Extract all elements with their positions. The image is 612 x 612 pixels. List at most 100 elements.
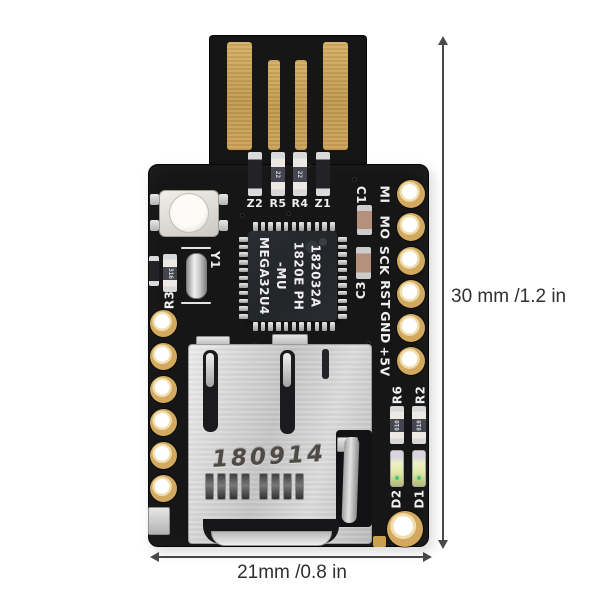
sd-contact-slot	[271, 473, 280, 500]
button-leg	[219, 194, 228, 205]
smd-r5: 22	[271, 152, 285, 196]
arrow-right-icon	[423, 552, 432, 562]
capacitor-c3-label: C3	[351, 281, 371, 299]
small-capacitor	[149, 256, 159, 286]
led-glow	[395, 476, 399, 480]
chip-pin	[238, 244, 248, 250]
resistor-value: 010	[415, 419, 423, 431]
chip-pin	[260, 321, 266, 331]
chip-pin	[306, 321, 312, 331]
pin-pad-mi	[397, 180, 425, 208]
led-glow	[417, 476, 421, 480]
led-d1-label: D1	[412, 489, 428, 509]
chip-pin	[291, 221, 296, 231]
resistor-r6-label: R6	[389, 385, 405, 405]
resistor-r2: 010	[412, 406, 426, 444]
height-dimension-label: 30 mm /1.2 in	[451, 286, 567, 307]
crystal-oscillator	[186, 253, 207, 299]
resistor-band: 316	[163, 266, 177, 281]
sd-contact-slot	[295, 473, 304, 500]
led-d1	[412, 450, 426, 487]
chip-pin	[238, 314, 248, 319]
chip-pin	[337, 290, 347, 296]
resistor-band: 010	[412, 418, 426, 433]
chip-pin	[268, 221, 273, 231]
smd-label-r4: R4	[291, 197, 309, 210]
pin1-dot	[319, 238, 327, 246]
usb-gold-finger	[227, 42, 252, 150]
capacitor-c3-label-text: C3	[354, 280, 368, 300]
chip-pin	[314, 221, 320, 231]
chip-pin	[337, 306, 347, 311]
chip-pin	[337, 237, 347, 242]
smd-z2	[248, 152, 262, 196]
chip-pin	[337, 267, 347, 273]
chip-pin	[337, 283, 347, 288]
arrow-up-icon	[438, 36, 448, 45]
sd-contact-slot	[241, 473, 250, 500]
chip-pin	[238, 252, 248, 257]
resistor-r2-label: R2	[412, 385, 428, 405]
through-hole	[150, 375, 177, 403]
pin-pad-rst	[397, 280, 425, 309]
gold-pad-tab	[373, 536, 386, 547]
chip-marking-line: 1820E PH	[290, 233, 307, 319]
led-d2-label: D2	[389, 489, 405, 509]
resistor-r6: 010	[390, 406, 404, 444]
resistor-r2-label-text: R2	[413, 385, 427, 405]
sd-contact-slot	[283, 473, 292, 500]
capacitor-c1-label-text: C1	[354, 185, 368, 205]
resistor-r6-label-text: R6	[390, 385, 404, 405]
smd-label-z2: Z2	[246, 197, 264, 210]
pin-label-sck: SCK	[375, 246, 395, 275]
chip-marking-text: MEGA32U4	[257, 236, 272, 316]
pin-label-text: +5V	[377, 345, 393, 377]
sd-slit	[322, 349, 329, 379]
capacitor-c1	[357, 205, 372, 235]
chip-pin	[283, 221, 289, 231]
resistor-value: 22	[274, 170, 282, 179]
resistor-r3-label: R3	[161, 290, 177, 310]
pin-label-mo: MO	[375, 214, 395, 240]
chip-pin	[337, 252, 347, 257]
pin-label-mi: MI	[375, 181, 395, 207]
button-leg	[150, 194, 159, 205]
sd-contact-slot	[259, 473, 268, 500]
smd-r4: 22	[293, 152, 307, 196]
pin-pad-mo	[397, 213, 425, 242]
chip-pin	[322, 221, 327, 231]
height-dimension-line	[442, 42, 444, 546]
chip-marking-text: 182032A	[308, 244, 323, 308]
pin-pad-gnd	[397, 313, 425, 342]
sd-spring-slot	[203, 350, 218, 432]
chip-pin	[238, 267, 248, 273]
sd-side-tab	[148, 507, 170, 535]
pin-pad-sck	[397, 246, 425, 275]
resistor-value: 316	[166, 267, 174, 279]
chip-pin	[276, 321, 281, 331]
arrow-left-icon	[150, 552, 159, 562]
pin-label-text: RST	[377, 279, 393, 309]
arrow-down-icon	[438, 540, 448, 549]
chip-pin	[276, 221, 281, 231]
chip-pin	[283, 321, 289, 331]
usb-gold-finger	[323, 42, 348, 150]
mounting-hole	[387, 511, 423, 547]
chip-pin	[299, 321, 304, 331]
crystal-label-text: Y1	[208, 250, 223, 270]
pin-label-+5v: +5V	[375, 345, 395, 377]
usb-gold-finger	[268, 60, 280, 150]
chip-marking-text: -MU	[274, 261, 289, 291]
sd-lever	[341, 436, 360, 524]
pin-label-gnd: GND	[375, 311, 395, 344]
via-dot	[352, 177, 357, 182]
silkscreen-line	[181, 247, 211, 249]
sd-contact-slot	[217, 473, 226, 500]
width-dimension-line	[156, 556, 427, 558]
width-dimension-label: 21mm /0.8 in	[237, 562, 347, 583]
usb-gold-finger	[295, 60, 307, 150]
smd-label-z1: Z1	[314, 197, 332, 210]
pin-label-text: MI	[377, 184, 393, 204]
resistor-value: 010	[393, 419, 401, 431]
